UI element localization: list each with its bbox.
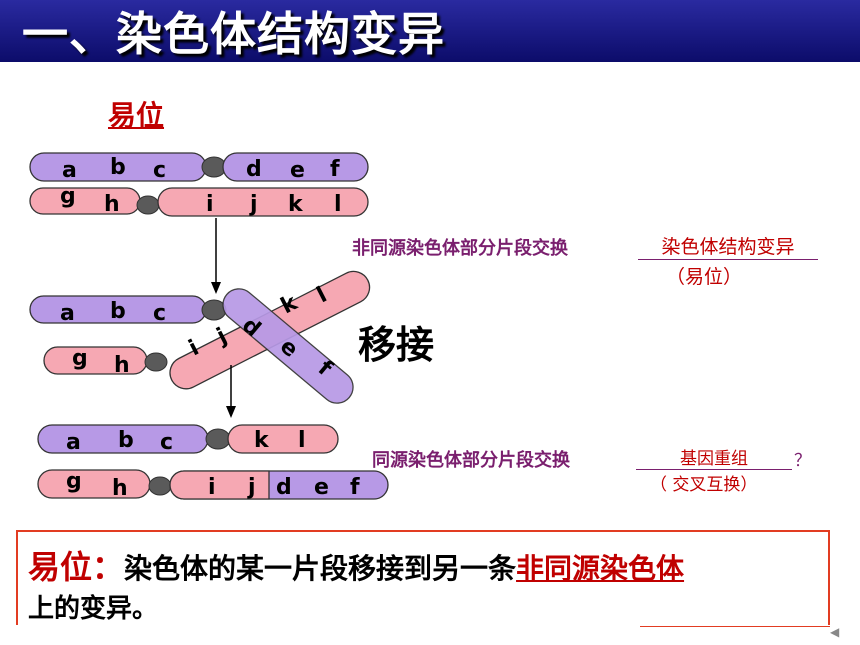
gene-label: f (330, 157, 340, 182)
crossed-arm-def (222, 288, 354, 404)
gene-label: e (314, 475, 329, 500)
gene-label: h (114, 353, 130, 378)
centromere (148, 476, 172, 496)
divider (640, 626, 830, 627)
stage-3-chromosome-2 (37, 469, 389, 500)
gene-label: b (110, 155, 126, 180)
gene-label: k (288, 192, 304, 217)
gene-label: i (206, 192, 214, 217)
slide-title: 一、染色体结构变异 (22, 7, 445, 61)
gene-label: j (249, 192, 258, 217)
arrow-head (226, 406, 236, 418)
centromere (205, 428, 231, 450)
section-title: 易位 (108, 99, 165, 132)
chromosome-arm (29, 187, 141, 215)
centromere (136, 195, 160, 215)
gene-label: k (254, 428, 270, 453)
gene-label: e (290, 158, 305, 183)
gene-label: h (104, 192, 120, 217)
gene-label: i (208, 475, 216, 500)
stage-2-chromosome-1 (29, 295, 227, 324)
answer-recombination: 基因重组 (636, 444, 792, 470)
arrow-head (211, 282, 221, 294)
answer-crossover-paren: （ 交叉互换） (650, 475, 758, 495)
gene-label: l (334, 192, 342, 217)
gene-label: d (276, 475, 292, 500)
title-bar: 一、染色体结构变异 (0, 0, 860, 62)
definition-line-1: 易位：染色体的某一片段移接到另一条非同源染色体 (28, 542, 684, 588)
definition-term: 易位： (28, 548, 125, 586)
stage-1-chromosome-1 (29, 152, 369, 182)
definition-emphasis: 非同源染色体 (516, 552, 685, 585)
move-label: 移接 (358, 323, 435, 367)
gene-label: l (298, 428, 306, 453)
chromosome-diagram: a b c d e f g h i j k l a b c g h i j k … (29, 152, 389, 501)
answer-structural-variation: 染色体结构变异 (638, 232, 818, 260)
gene-label: h (112, 476, 128, 501)
gene-label: c (153, 158, 166, 183)
gene-label: g (66, 469, 82, 494)
gene-label: c (153, 301, 166, 326)
chromosome-arm (227, 424, 339, 454)
gene-label: a (66, 430, 81, 455)
definition-line-2: 上的变异。 (28, 594, 159, 624)
gene-label: g (72, 346, 88, 371)
chromosome-arm (157, 187, 369, 217)
gene-label: b (118, 428, 134, 453)
centromere (144, 352, 168, 372)
gene-label: a (62, 158, 77, 183)
gene-label: c (160, 430, 173, 455)
chromosome-arm (37, 469, 151, 499)
question-homologous: 同源染色体部分片段交换 (372, 450, 570, 471)
gene-label: f (350, 475, 360, 500)
chromosome-arm (222, 152, 369, 182)
stage-2-chromosome-2 (43, 346, 168, 375)
definition-body: 染色体的某一片段移接到另一条 (124, 552, 517, 585)
triangle-left-icon[interactable]: ◀ (830, 625, 840, 639)
stage-1-chromosome-2 (29, 187, 369, 217)
stage-3-chromosome-1 (37, 424, 339, 454)
chromosome-arm (169, 470, 270, 500)
question-mark: ？ (794, 451, 811, 471)
answer-translocation-paren: （易位） (666, 266, 743, 288)
gene-label: g (60, 184, 76, 209)
question-nonhomologous: 非同源染色体部分片段交换 (352, 238, 568, 259)
gene-label: a (60, 301, 75, 326)
gene-label: j (247, 475, 256, 500)
gene-label: d (246, 157, 262, 182)
gene-label: b (110, 299, 126, 324)
definition-box: 易位：染色体的某一片段移接到另一条非同源染色体 上的变异。 (16, 530, 830, 625)
chromosome-arm (43, 346, 148, 375)
